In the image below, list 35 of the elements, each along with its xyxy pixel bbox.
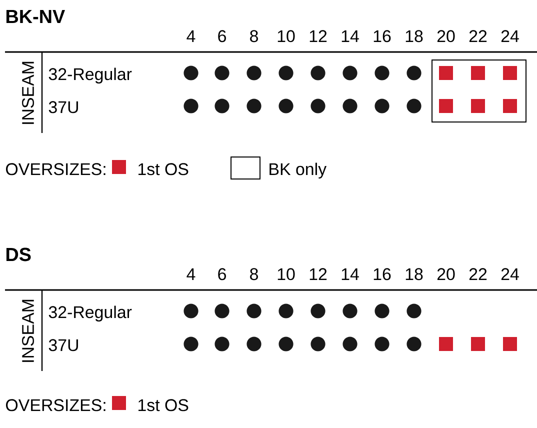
size-number: 22: [469, 268, 487, 280]
size-number: 10: [278, 30, 295, 42]
size-number: 20: [437, 30, 455, 42]
size-number: 6: [218, 30, 226, 42]
row-label: 37U: [48, 101, 78, 114]
size-number: 20: [437, 268, 455, 280]
size-number: 14: [342, 30, 359, 42]
size-number: 22: [469, 30, 487, 42]
size-number: 4: [186, 30, 196, 42]
size-number: 12: [310, 268, 327, 280]
legend-label: 1st OS: [138, 163, 188, 176]
size-number: 24: [501, 268, 519, 280]
row-label: 32-Regular: [48, 68, 132, 84]
size-number: 8: [250, 268, 258, 280]
size-number: 10: [278, 268, 295, 280]
inseam-label: INSEAM: [22, 300, 34, 362]
size-number: 18: [406, 268, 423, 280]
legend-label: 1st OS: [138, 399, 188, 412]
section-title: DS: [6, 248, 31, 262]
legend-heading: OVERSIZES:: [6, 399, 106, 412]
size-number: 18: [406, 30, 423, 42]
size-number: 8: [250, 30, 258, 42]
row-label: 32-Regular: [48, 306, 132, 322]
size-number: 6: [218, 268, 226, 280]
size-number: 4: [186, 268, 196, 280]
size-number: 14: [342, 268, 359, 280]
size-number: 24: [501, 30, 519, 42]
legend-heading: OVERSIZES:: [6, 163, 106, 176]
size-number: 16: [374, 268, 391, 280]
inseam-label: INSEAM: [22, 62, 34, 124]
size-number: 16: [374, 30, 391, 42]
section-title: BK-NV: [6, 10, 65, 23]
legend-label: BK only: [270, 162, 327, 179]
row-label: 37U: [48, 339, 78, 352]
size-number: 12: [310, 30, 327, 42]
